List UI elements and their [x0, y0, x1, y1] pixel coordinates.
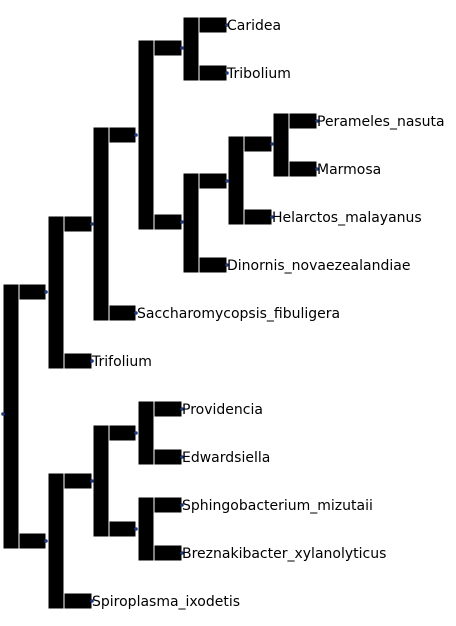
- branch-horizontal-n7-b: [288, 160, 318, 178]
- branch-vertical-n3: [137, 39, 155, 231]
- branch-horizontal-n1-b: [63, 352, 93, 370]
- branch-horizontal-n2-a: [108, 126, 137, 144]
- leaf-dot-6: [134, 311, 138, 315]
- branch-vertical-n4: [182, 16, 200, 82]
- leaf-dot-2: [315, 119, 319, 123]
- branch-horizontal-n1-a: [63, 215, 93, 233]
- leaf-label-tribolium: Tribolium: [226, 66, 291, 82]
- node-dot-n6: [225, 179, 229, 183]
- branch-horizontal-n3-a: [153, 39, 183, 57]
- leaf-dot-4: [270, 215, 274, 219]
- branch-vertical-n8: [47, 472, 65, 610]
- leaf-label-saccharomycopsis-fibuligera: Saccharomycopsis_fibuligera: [137, 306, 340, 322]
- leaf-dot-1: [225, 71, 229, 75]
- branch-horizontal-n8-a: [63, 472, 93, 490]
- leaf-label-helarctos-malayanus: Helarctos_malayanus: [272, 210, 422, 226]
- branch-vertical-n1: [47, 215, 65, 370]
- branch-vertical-n2: [92, 126, 110, 322]
- tree-nodes: [1, 23, 319, 603]
- node-dot-n8: [44, 539, 48, 543]
- branch-horizontal-n5-b: [198, 256, 228, 274]
- branch-vertical-n10: [137, 400, 155, 466]
- leaf-label-trifolium: Trifolium: [91, 354, 152, 370]
- branch-vertical-root: [2, 283, 20, 550]
- branch-horizontal-n6-b: [243, 208, 273, 226]
- branch-horizontal-n2-b: [108, 304, 137, 322]
- branch-horizontal-n11-a: [153, 496, 183, 514]
- leaf-dot-5: [225, 263, 229, 267]
- branch-horizontal-n5-a: [198, 172, 228, 190]
- node-dot-n9: [90, 479, 94, 483]
- branch-vertical-n7: [272, 112, 290, 178]
- branch-horizontal-n11-b: [153, 544, 183, 562]
- branch-horizontal-n8-b: [63, 592, 93, 610]
- leaf-label-sphingobacterium-mizutaii: Sphingobacterium_mizutaii: [182, 498, 373, 514]
- node-dot-root: [1, 412, 5, 416]
- branch-horizontal-root-a: [18, 283, 47, 301]
- leaf-dot-11: [180, 551, 184, 555]
- branch-horizontal-n3-b: [153, 213, 183, 231]
- branch-vertical-n5: [182, 172, 200, 274]
- branch-horizontal-n9-a: [108, 424, 137, 442]
- leaf-dot-12: [90, 599, 94, 603]
- leaf-label-marmosa: Marmosa: [317, 162, 381, 178]
- branch-horizontal-n7-a: [288, 112, 318, 130]
- node-dot-n4: [180, 46, 184, 50]
- node-dot-n3: [134, 133, 138, 137]
- tree-branches: [2, 16, 318, 610]
- node-dot-n10: [134, 431, 138, 435]
- branch-horizontal-n9-b: [108, 520, 137, 538]
- leaf-dot-10: [180, 503, 184, 507]
- branch-horizontal-root-b: [18, 532, 47, 550]
- leaf-label-perameles-nasuta: Perameles_nasuta: [317, 114, 445, 130]
- leaf-dot-8: [180, 407, 184, 411]
- leaf-dot-7: [90, 359, 94, 363]
- node-dot-n2: [90, 222, 94, 226]
- node-dot-n5: [180, 220, 184, 224]
- branch-vertical-n11: [137, 496, 155, 562]
- branch-horizontal-n6-a: [243, 135, 273, 153]
- leaf-dot-9: [180, 455, 184, 459]
- leaf-label-caridea: Caridea: [227, 18, 281, 34]
- leaf-label-providencia: Providencia: [182, 402, 263, 418]
- leaf-label-spiroplasma-ixodetis: Spiroplasma_ixodetis: [92, 594, 240, 610]
- branch-vertical-n6: [227, 135, 245, 226]
- leaf-dot-0: [225, 23, 229, 27]
- node-dot-n7: [270, 142, 274, 146]
- branch-horizontal-n10-b: [153, 448, 183, 466]
- branch-horizontal-n10-a: [153, 400, 183, 418]
- branch-horizontal-n4-a: [198, 16, 228, 34]
- leaf-dot-3: [315, 167, 319, 171]
- leaf-label-edwardsiella: Edwardsiella: [182, 450, 270, 466]
- leaf-label-dinornis-novaezealandiae: Dinornis_novaezealandiae: [227, 258, 410, 274]
- node-dot-n1: [44, 290, 48, 294]
- branch-vertical-n9: [92, 424, 110, 538]
- tree-labels: Caridea Tribolium Perameles_nasuta Marmo…: [91, 18, 445, 610]
- node-dot-n11: [134, 527, 138, 531]
- branch-horizontal-n4-b: [198, 64, 228, 82]
- leaf-label-breznakibacter-xylanolyticus: Breznakibacter_xylanolyticus: [182, 546, 386, 562]
